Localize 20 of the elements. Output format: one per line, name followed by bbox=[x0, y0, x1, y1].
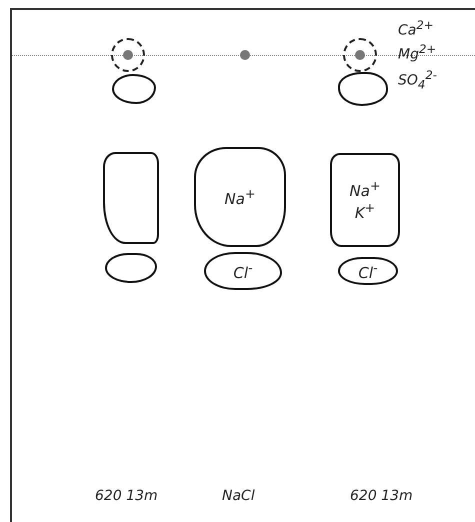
ion-label: Na$^{+}$ bbox=[224, 186, 256, 208]
ion-spot bbox=[194, 147, 286, 247]
spot-outline bbox=[111, 38, 145, 72]
sample-label: 620 13m bbox=[350, 488, 413, 504]
ion-label: Cl$^{-}$ bbox=[232, 260, 254, 282]
spot bbox=[105, 253, 157, 283]
ion-label: Na$^{+}$ K$^{+}$ bbox=[348, 178, 382, 222]
spot bbox=[103, 152, 159, 244]
ion-label: Mg$^{2+}$ bbox=[398, 42, 436, 63]
ion-spot bbox=[338, 257, 398, 285]
origin-dot bbox=[240, 50, 250, 60]
spot bbox=[338, 72, 388, 106]
sample-label: 620 13m bbox=[95, 488, 158, 504]
ion-spot bbox=[330, 153, 400, 247]
spot-outline bbox=[343, 38, 377, 72]
sample-label: NaCl bbox=[222, 488, 255, 504]
ion-label: Ca$^{2+}$ bbox=[398, 18, 434, 39]
spot bbox=[112, 74, 156, 104]
ion-label: Cl$^{-}$ bbox=[357, 260, 379, 282]
ion-spot bbox=[204, 252, 282, 290]
